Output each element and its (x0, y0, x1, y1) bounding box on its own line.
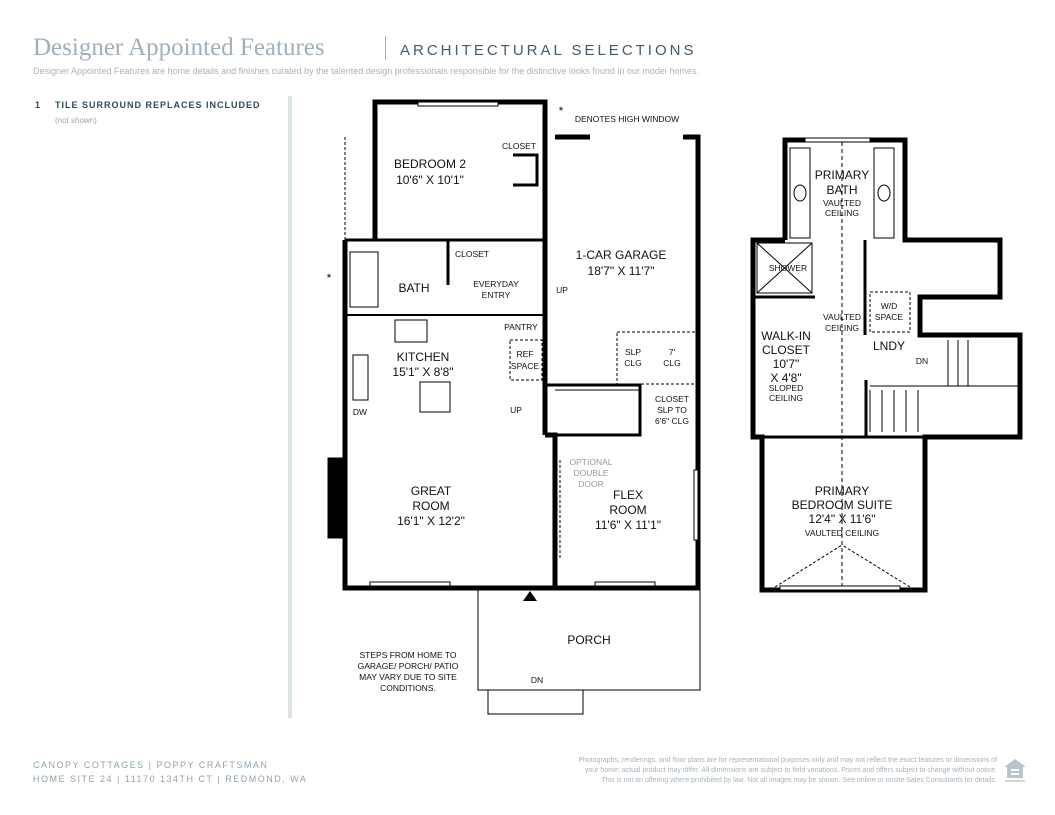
primary-bath-name: PRIMARY (815, 168, 869, 182)
walkin-closet-note: SLOPED (769, 383, 804, 393)
legal-line: This is not an offering where prohibited… (601, 777, 997, 784)
steps-note: GARAGE/ PORCH/ PATIO (358, 661, 459, 671)
main-floor-walls (342, 99, 701, 691)
asterisk: * (559, 104, 564, 118)
closet-label: CLOSET (455, 249, 489, 259)
bedroom2-name: BEDROOM 2 (394, 157, 466, 171)
great-room-size: 16'1" X 12'2" (397, 514, 465, 528)
lndy-label: LNDY (873, 339, 905, 353)
bath-label: BATH (398, 281, 429, 295)
upper-floor-details (756, 137, 1018, 591)
wd-label: W/D (881, 301, 898, 311)
optional-door-label: OPTIONAL (570, 457, 613, 467)
walkin-closet-size: X 4'8" (770, 371, 801, 385)
divider (288, 96, 292, 718)
asterisk: * (327, 271, 332, 285)
bedroom2-size: 10'6" X 10'1" (396, 173, 464, 187)
ref-label: SPACE (511, 361, 540, 371)
slp-clg-label: CLG (624, 358, 641, 368)
vaulted-label: CEILING (825, 323, 859, 333)
steps-note: CONDITIONS. (380, 683, 436, 693)
closet3-label: SLP TO (657, 405, 687, 415)
up-label: UP (556, 285, 568, 295)
page-description: Designer Appointed Features are home det… (33, 66, 699, 76)
suite-name: BEDROOM SUITE (792, 498, 893, 512)
page-subtitle: ARCHITECTURAL SELECTIONS (400, 42, 697, 59)
shower-label: SHOWER (769, 263, 807, 273)
flex-room-size: 11'6" X 11'1" (595, 518, 661, 532)
porch-label: PORCH (567, 633, 610, 647)
primary-bath-note: VAULTED (823, 198, 861, 208)
suite-size: 12'4" X 11'6" (809, 512, 876, 526)
walkin-closet-name: CLOSET (762, 343, 811, 357)
steps-note: MAY VARY DUE TO SITE (359, 672, 457, 682)
kitchen-size: 15'1" X 8'8" (392, 365, 453, 379)
walkin-closet-note: CEILING (769, 393, 803, 403)
dw-label: DW (353, 407, 367, 417)
closet3-label: 6'6" CLG (655, 416, 689, 426)
legal-line: your home; actual product may differ. Al… (584, 767, 997, 774)
entry-arrow-icon (523, 591, 537, 601)
page-title: Designer Appointed Features (33, 34, 325, 61)
steps-note: STEPS FROM HOME TO (360, 650, 457, 660)
entry-label: EVERYDAY (473, 279, 519, 289)
equal-housing-icon (1004, 759, 1026, 782)
clg-label: 7' (669, 347, 676, 357)
main-floor-details (327, 101, 699, 715)
flex-room-name: FLEX (613, 488, 643, 502)
entry-label: ENTRY (482, 290, 511, 300)
dn-label: DN (531, 675, 543, 685)
feature-label: TILE SURROUND REPLACES INCLUDED (55, 100, 261, 110)
dn-label: DN (916, 356, 928, 366)
clg-label: CLG (663, 358, 680, 368)
great-room-name: ROOM (412, 499, 449, 513)
slp-clg-label: SLP (625, 347, 641, 357)
suite-name: PRIMARY (815, 484, 869, 498)
legal-line: Photographs, renderings, and floor plans… (578, 757, 997, 764)
vaulted-label: VAULTED (823, 312, 861, 322)
optional-door-label: DOOR (578, 479, 604, 489)
community-plan: CANOPY COTTAGES | POPPY CRAFTSMAN (33, 760, 269, 770)
closet3-label: CLOSET (655, 394, 689, 404)
wd-label: SPACE (875, 312, 904, 322)
title-divider (385, 36, 386, 60)
feature-number: 1 (35, 100, 42, 110)
walkin-closet-size: 10'7" (773, 357, 800, 371)
feature-note: (not shown) (55, 116, 97, 125)
garage-name: 1-CAR GARAGE (576, 248, 667, 262)
ref-label: REF (517, 349, 534, 359)
primary-bath-name: BATH (826, 183, 857, 197)
legal-disclaimer: Photographs, renderings, and floor plans… (517, 756, 997, 786)
great-room-name: GREAT (411, 484, 452, 498)
primary-bath-note: CEILING (825, 208, 859, 218)
feature-item: 1 TILE SURROUND REPLACES INCLUDED (35, 100, 261, 110)
closet-label: CLOSET (502, 141, 536, 151)
walkin-closet-name: WALK-IN (761, 329, 811, 343)
flex-room-name: ROOM (609, 503, 646, 517)
optional-door-label: DOUBLE (574, 468, 609, 478)
pantry-label: PANTRY (504, 322, 538, 332)
garage-size: 18'7" X 11'7" (588, 264, 655, 278)
high-window-note: DENOTES HIGH WINDOW (575, 114, 679, 124)
kitchen-name: KITCHEN (397, 350, 450, 364)
suite-note: VAULTED CEILING (805, 528, 879, 538)
upper-floor-walls (750, 137, 1023, 593)
home-site-address: HOME SITE 24 | 11170 134TH CT | REDMOND,… (33, 774, 308, 784)
up-label: UP (510, 405, 522, 415)
